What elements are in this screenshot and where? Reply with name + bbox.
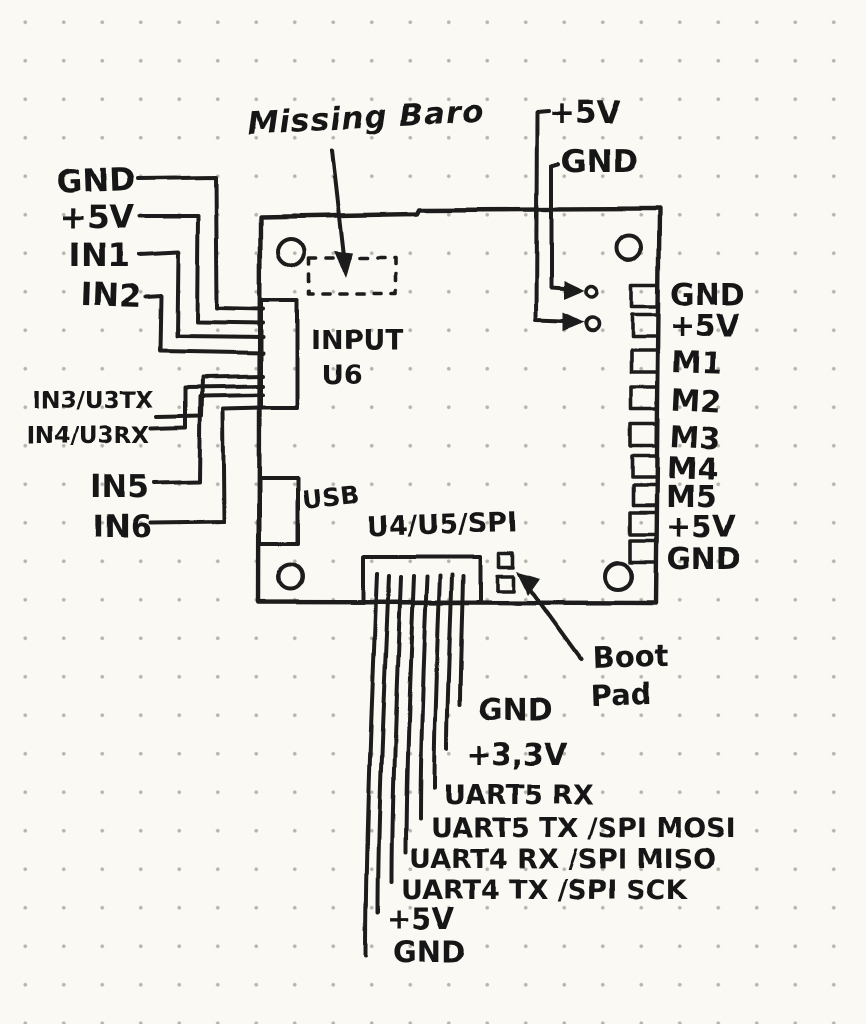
right-pin-label: M5 <box>666 480 717 515</box>
mounting-hole-bottom-right <box>602 560 634 592</box>
bottom-wire-uart5rx <box>432 574 442 790</box>
bottom-pin-label: +3,3V <box>466 738 568 773</box>
right-pad <box>629 423 657 449</box>
input-connector-ref: U6 <box>322 360 363 391</box>
left-pin-label: IN1 <box>69 236 130 274</box>
left-pin-label: IN4/U3RX <box>27 423 150 449</box>
bottom-pin-label: UART5 TX /SPI MOSI <box>431 813 736 844</box>
right-pin-label: GND <box>666 542 741 577</box>
boot-pad-label-line2: Pad <box>590 677 652 713</box>
left-pin-label: IN6 <box>93 509 152 545</box>
probe-arrow-gnd <box>564 280 585 299</box>
right-pin-label: +5V <box>666 510 736 545</box>
bottom-wires <box>364 572 465 958</box>
left-pin-labels: GND +5V IN1 IN2 IN3/U3TX IN4/U3RX IN5 IN… <box>27 160 154 545</box>
right-pad <box>629 348 658 375</box>
mounting-hole-bottom-left <box>277 563 305 591</box>
wire-in4 <box>149 384 265 430</box>
left-wires <box>136 175 265 525</box>
left-pin-label: IN3/U3TX <box>33 388 154 414</box>
mounting-hole-top-right <box>615 233 643 261</box>
right-pin-labels: GND +5V M1 M2 M3 M4 M5 +5V GND <box>666 278 745 577</box>
spi-connector-label: U4/U5/SPI <box>366 507 517 543</box>
left-pin-label: IN5 <box>90 469 149 505</box>
input-connector-label: INPUT <box>311 325 404 356</box>
bottom-wire-uart5tx <box>418 575 429 820</box>
bottom-wire-uart4tx <box>390 575 403 884</box>
bottom-wire-uart4rx <box>404 574 416 854</box>
boot-pad-label-line1: Boot <box>592 638 669 675</box>
wire-gnd <box>136 175 265 311</box>
right-pad <box>629 386 657 412</box>
wire-in2 <box>144 294 265 355</box>
left-pin-label: GND <box>55 160 136 201</box>
boot-pad <box>497 551 515 569</box>
wire-plus5v <box>138 214 265 325</box>
right-pad <box>630 282 658 308</box>
boot-pads <box>495 551 515 593</box>
mounting-hole-top-left <box>275 236 307 268</box>
wire-probe-plus5v <box>534 109 565 323</box>
right-pin-label: +5V <box>670 309 740 344</box>
probe-label-plus5v: +5V <box>549 95 621 131</box>
usb-connector-label: USB <box>301 480 361 515</box>
missing-baro-footprint <box>307 256 397 296</box>
board-outline <box>256 206 662 606</box>
bottom-pin-label: UART5 RX <box>444 780 594 811</box>
bottom-pin-label: UART4 RX /SPI MISO <box>409 844 716 875</box>
right-pin-label: M1 <box>671 345 723 382</box>
bottom-pin-label: GND <box>478 693 553 728</box>
right-pads <box>628 282 658 564</box>
left-pin-label: IN2 <box>80 275 142 315</box>
bottom-wire-3v3 <box>445 573 454 752</box>
wire-in6 <box>148 406 265 525</box>
input-connector <box>259 298 299 410</box>
right-pin-label: GND <box>670 278 745 313</box>
usb-connector <box>258 476 300 546</box>
right-pin-label: M3 <box>669 420 721 458</box>
bottom-pin-labels: GND +3,3V UART5 RX UART5 TX /SPI MOSI UA… <box>387 693 736 969</box>
wire-in5 <box>151 393 265 485</box>
probe-arrow-plus5v <box>563 312 584 331</box>
spi-connector <box>361 555 482 604</box>
missing-baro-label: Missing Baro <box>247 94 486 142</box>
bottom-pin-label: GND <box>393 935 465 969</box>
bottom-pin-label: +5V <box>387 902 454 936</box>
wire-probe-gnd <box>549 162 566 290</box>
bottom-wire-gnd2 <box>364 572 379 958</box>
bottom-wire-gnd1 <box>458 574 465 708</box>
right-pin-label: M2 <box>670 383 722 421</box>
bottom-wire-plus5v <box>376 574 391 914</box>
right-pin-label: M4 <box>667 451 719 488</box>
left-pin-label: +5V <box>60 198 134 236</box>
boot-pad-arrow <box>516 571 583 661</box>
power-pad-gnd <box>584 283 600 299</box>
power-probe-wires <box>534 109 601 333</box>
right-pad <box>628 539 656 564</box>
right-pad <box>631 484 657 508</box>
right-pad <box>630 312 658 338</box>
wire-in1 <box>137 250 265 339</box>
missing-baro-arrow <box>330 148 353 278</box>
bottom-pin-label: UART4 TX /SPI SCK <box>401 875 688 906</box>
probe-label-gnd: GND <box>561 144 638 180</box>
power-pad-plus5v <box>583 315 601 333</box>
right-pad <box>630 455 657 480</box>
boot-pad <box>495 574 515 593</box>
right-pad <box>628 511 656 537</box>
